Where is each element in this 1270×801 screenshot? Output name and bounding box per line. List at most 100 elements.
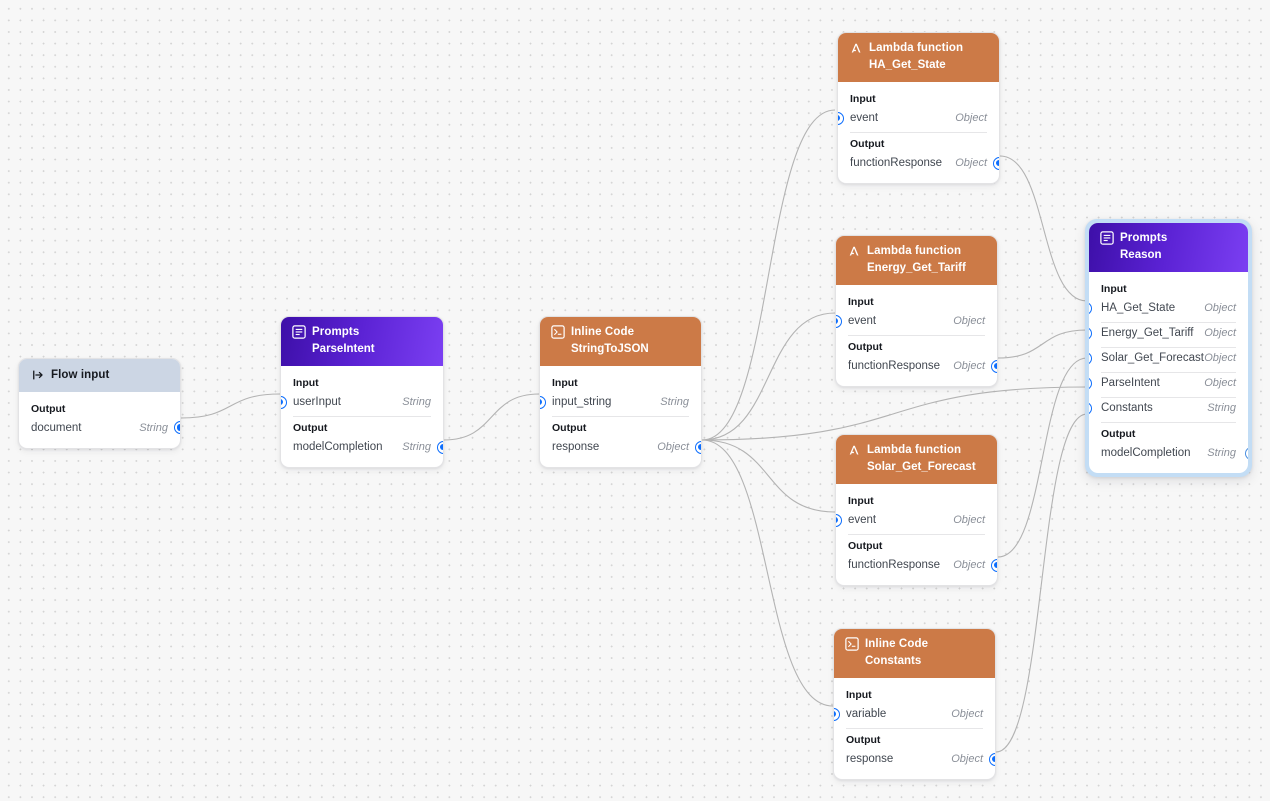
output-connector-functionResponse[interactable]: [991, 359, 997, 373]
port-type: Object: [1204, 327, 1236, 340]
node-name-label: Solar_Get_Forecast: [867, 460, 976, 473]
output-section-label: Output: [552, 422, 587, 435]
port-name: functionResponse: [850, 157, 943, 170]
input-connector-ParseIntent[interactable]: [1089, 376, 1092, 390]
output-connector-modelCompletion[interactable]: [1245, 446, 1248, 460]
input-connector-Solar_Get_Forecast[interactable]: [1089, 351, 1092, 365]
port-type: Object: [1204, 302, 1236, 315]
input-connector-variable[interactable]: [834, 707, 840, 721]
node-header-row: Lambda function: [847, 244, 985, 259]
node-kind-label: Lambda function: [867, 245, 962, 257]
output-port-row[interactable]: functionResponse Object: [836, 555, 997, 576]
port-type: String: [139, 421, 168, 434]
input-section-label: Input: [846, 689, 872, 702]
section-divider: [552, 416, 689, 418]
port-name: functionResponse: [848, 559, 941, 572]
port-name: response: [552, 441, 600, 454]
lambda-icon: [851, 44, 861, 53]
port-type: String: [402, 441, 431, 454]
inline-code-icon: [551, 325, 565, 340]
output-section-label: Output: [31, 402, 66, 415]
output-connector-functionResponse[interactable]: [991, 558, 997, 572]
port-type: Object: [953, 559, 985, 572]
section-divider: [1101, 422, 1236, 424]
input-connector-Energy_Get_Tariff[interactable]: [1089, 326, 1092, 340]
output-connector-document[interactable]: [174, 421, 180, 435]
input-connector-event[interactable]: [838, 111, 844, 125]
input-connector-event[interactable]: [836, 513, 842, 527]
node-header-row: Prompts: [1100, 231, 1236, 246]
input-section-label: Input: [848, 296, 874, 309]
node-kind-label: Prompts: [1120, 232, 1168, 244]
lambda-icon: [849, 446, 859, 455]
input-connector-userInput[interactable]: [281, 395, 287, 409]
node-header: Flow input: [19, 359, 180, 392]
output-section-label: Output: [848, 341, 883, 354]
port-divider: [1101, 397, 1236, 399]
output-connector-response[interactable]: [989, 752, 995, 766]
port-type: Object: [951, 753, 983, 766]
node-kind-label: Prompts: [312, 326, 360, 338]
section-divider: [293, 416, 431, 418]
node-name-label: Constants: [865, 654, 922, 667]
input-connector-input_string[interactable]: [540, 395, 546, 409]
output-connector-response[interactable]: [695, 440, 701, 454]
output-port-row[interactable]: functionResponse Object: [838, 153, 999, 174]
output-connector-modelCompletion[interactable]: [437, 440, 443, 454]
edge-string-to-json.response-to-reason.ParseIntent: [701, 386, 1088, 441]
node-header-row: Prompts: [292, 325, 431, 340]
output-section-label: Output: [1101, 428, 1136, 441]
input-section-label: Input: [850, 93, 876, 106]
section-divider: [848, 335, 985, 337]
port-name: input_string: [552, 396, 612, 409]
port-name: functionResponse: [848, 360, 941, 373]
prompts-icon: [1100, 231, 1114, 246]
port-type: Object: [955, 157, 987, 170]
output-connector-functionResponse[interactable]: [993, 156, 999, 170]
input-connector-HA_Get_State[interactable]: [1089, 301, 1092, 315]
input-connector-Constants[interactable]: [1089, 401, 1092, 415]
port-name: event: [848, 514, 877, 527]
port-name: event: [848, 315, 877, 328]
port-name: event: [850, 112, 879, 125]
input-connector-event[interactable]: [836, 314, 842, 328]
node-kind-label: Lambda function: [867, 444, 962, 456]
